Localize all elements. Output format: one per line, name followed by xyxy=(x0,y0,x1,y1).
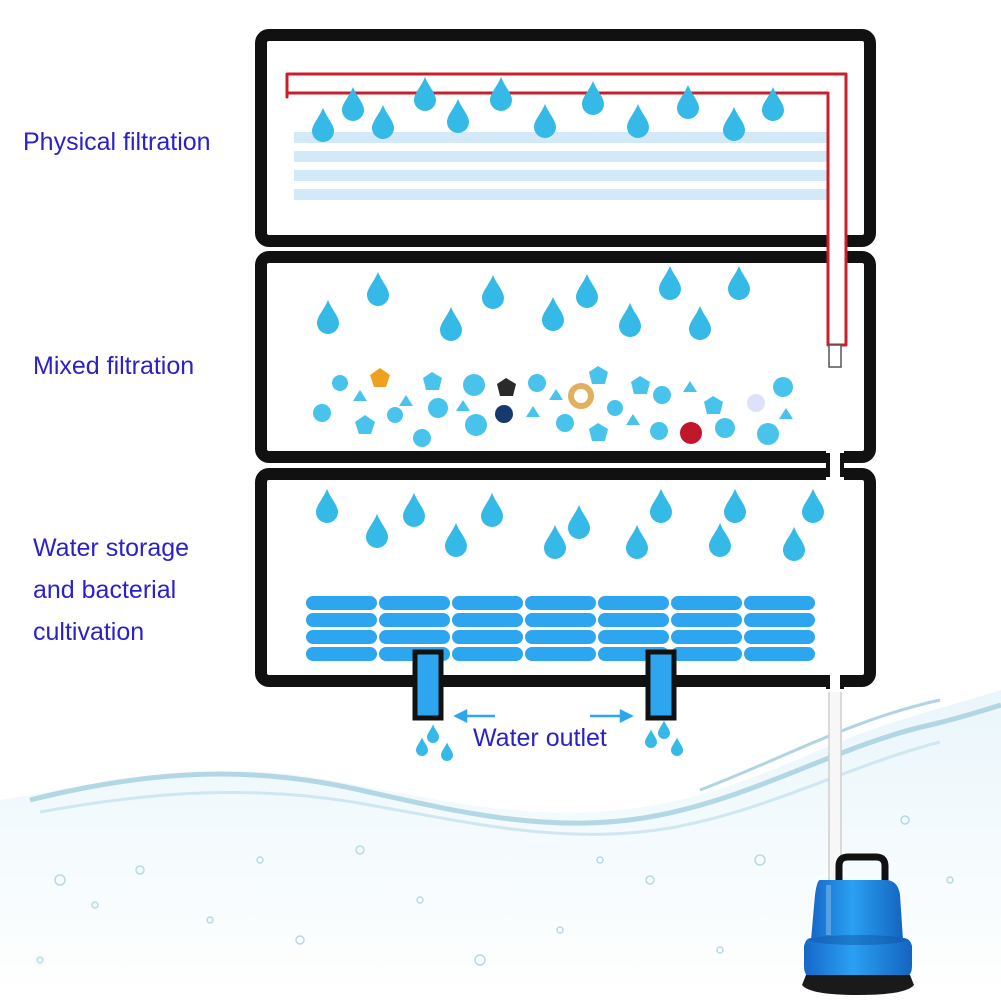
label-water-storage: Water storage and bacterial cultivation xyxy=(33,527,189,653)
water-drop-icon xyxy=(317,299,339,334)
water-drop-icon xyxy=(366,513,388,548)
water-drop-icon xyxy=(542,296,564,331)
water-drop-icon xyxy=(427,724,439,743)
water-drop-icon xyxy=(659,265,681,300)
water-drop-icon xyxy=(762,86,784,121)
filter-sponge xyxy=(294,132,838,200)
water-drop-icon xyxy=(481,492,503,527)
outlet-pipe-left xyxy=(412,649,444,721)
water-drop-icon xyxy=(671,737,683,756)
bio-media-block xyxy=(304,594,817,663)
label-water-storage-line3: cultivation xyxy=(33,618,145,646)
water-drop-icon xyxy=(619,302,641,337)
water-drop-icon xyxy=(677,84,699,119)
submersible-pump-icon xyxy=(802,853,914,995)
water-drop-icon xyxy=(490,76,512,111)
water-drop-icon xyxy=(723,106,745,141)
water-drop-icon xyxy=(342,86,364,121)
tier-water-storage xyxy=(255,468,876,687)
water-drop-icon xyxy=(582,80,604,115)
water-drop-icon xyxy=(728,265,750,300)
water-drop-icon xyxy=(316,488,338,523)
label-water-storage-line2: and bacterial xyxy=(33,576,177,604)
label-mixed-filtration: Mixed filtration xyxy=(33,352,195,380)
water-drop-icon xyxy=(724,488,746,523)
outlet-pipe-right xyxy=(645,649,677,721)
water-drop-icon xyxy=(627,103,649,138)
label-water-outlet: Water outlet xyxy=(473,724,607,752)
filter-media xyxy=(313,366,793,447)
pipe-passthrough xyxy=(826,449,844,692)
water-drop-icon xyxy=(802,488,824,523)
water-drop-icon xyxy=(689,305,711,340)
water-drop-icon xyxy=(568,504,590,539)
spray-bar xyxy=(285,72,848,368)
label-physical-filtration: Physical filtration xyxy=(23,128,211,156)
water-drop-icon xyxy=(441,742,453,761)
water-drop-icon xyxy=(372,104,394,139)
water-drop-icon xyxy=(414,76,436,111)
tier-physical-filtration xyxy=(255,29,876,247)
water-drop-icon xyxy=(482,274,504,309)
water-drop-icon xyxy=(416,737,428,756)
water-drop-icon xyxy=(645,729,657,748)
water-drop-icon xyxy=(447,98,469,133)
water-drop-icon xyxy=(367,271,389,306)
water-drop-icon xyxy=(626,524,648,559)
water-surface xyxy=(0,690,1001,1001)
label-water-storage-line1: Water storage xyxy=(33,534,190,562)
water-drop-icon xyxy=(658,720,670,739)
water-drop-icon xyxy=(783,526,805,561)
arrow-icon-left xyxy=(453,708,495,724)
water-drop-icon xyxy=(534,103,556,138)
tier-mixed-filtration xyxy=(255,251,876,463)
water-drop-icon xyxy=(403,492,425,527)
water-drop-icon xyxy=(650,488,672,523)
water-drop-icon xyxy=(440,306,462,341)
water-drop-icon xyxy=(544,524,566,559)
water-drop-icon xyxy=(445,522,467,557)
water-drop-icon xyxy=(709,522,731,557)
water-drop-icon xyxy=(312,107,334,142)
arrow-icon-right xyxy=(590,708,634,724)
water-drop-icon xyxy=(576,273,598,308)
water-drops xyxy=(312,76,824,761)
